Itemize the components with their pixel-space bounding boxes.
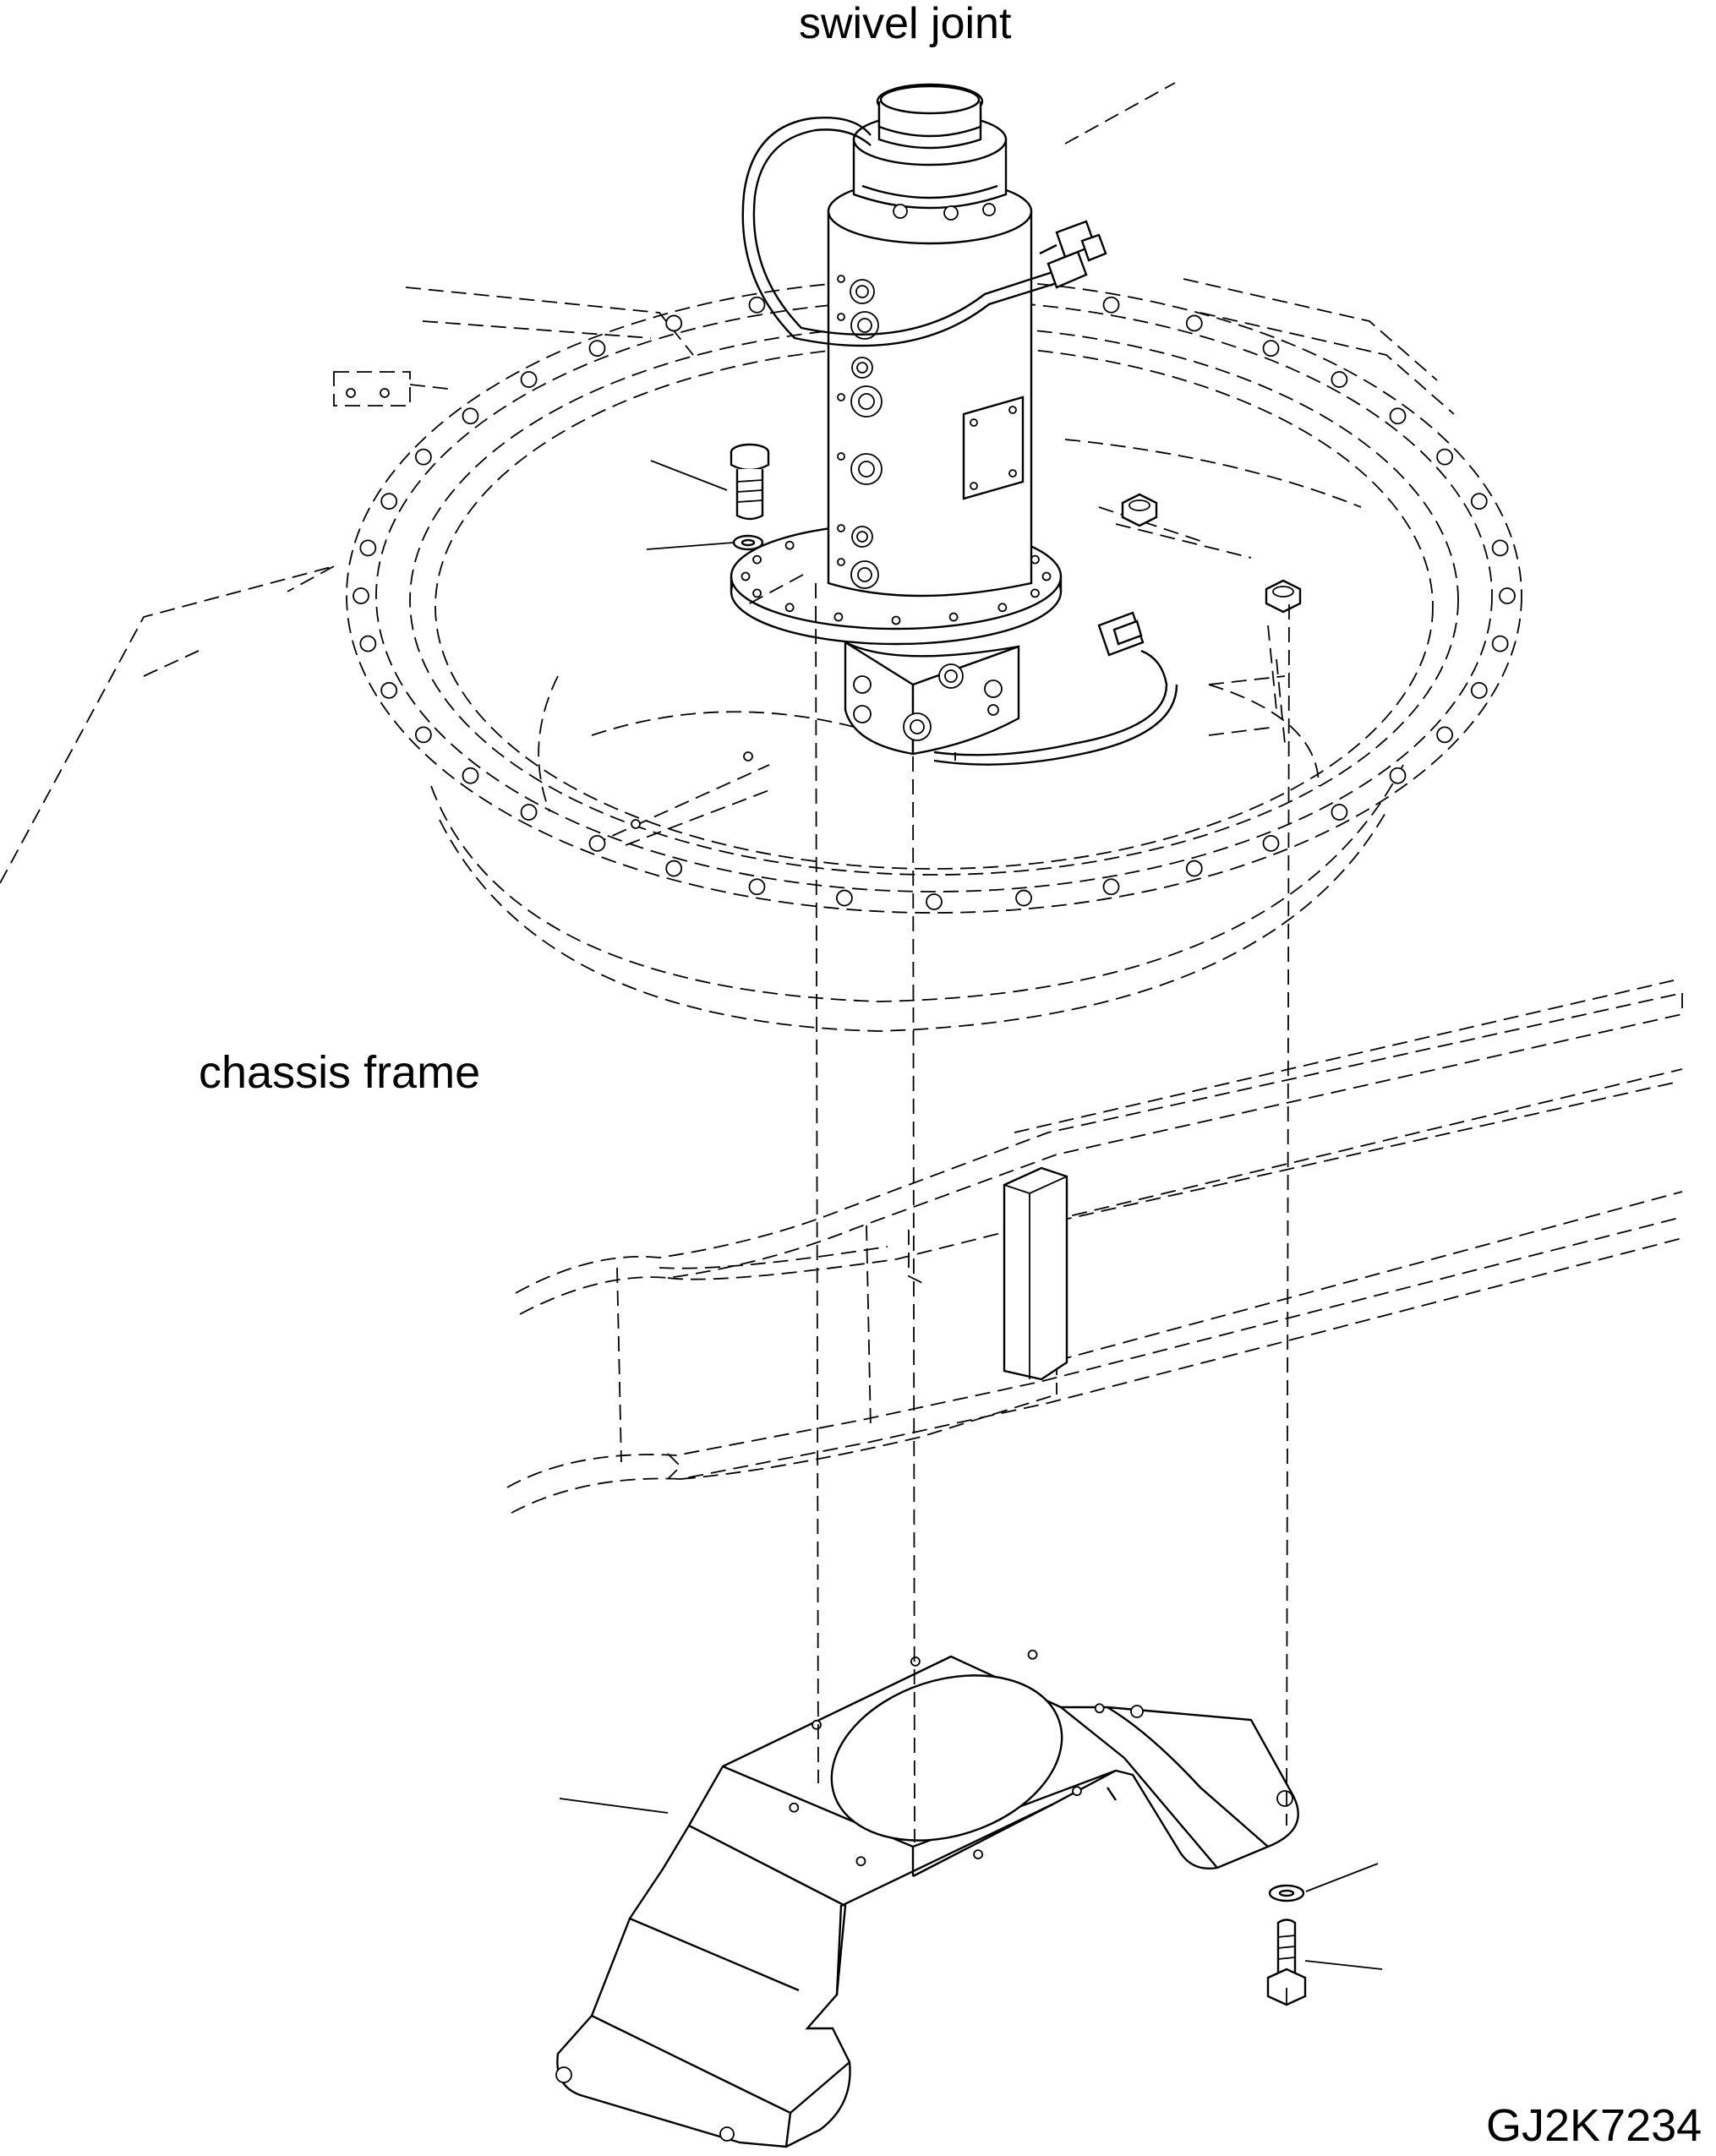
flange-bolt-hole: [998, 603, 1006, 611]
ring-bolt-hole: [1493, 636, 1508, 652]
lower-washer: [1270, 1886, 1303, 1901]
bracket-bolt-hole: [856, 1857, 865, 1865]
swivel-joint-label: swivel joint: [799, 0, 1012, 48]
bracket-bolt-hole: [974, 1850, 982, 1859]
ring-bolt-hole: [1437, 727, 1452, 742]
ring-bolt-hole: [462, 408, 478, 423]
bracket-end-hole: [1277, 1791, 1292, 1806]
flange-bolt-hole: [786, 542, 794, 549]
bracket-end-hole: [556, 2067, 571, 2082]
ring-bolt-hole: [522, 372, 537, 387]
ring-bolt-hole: [522, 805, 537, 820]
bracket-bolt-hole: [1073, 1787, 1081, 1795]
ring-bolt-hole: [1472, 683, 1487, 698]
center-nuts: [631, 494, 1300, 828]
flange-bolt-hole: [753, 589, 761, 597]
ring-bolt-hole: [416, 450, 431, 465]
ring-bolt-hole: [1331, 372, 1347, 387]
chassis-frame-label: chassis frame: [199, 1047, 481, 1098]
swing-circle: [334, 279, 1522, 1031]
ring-bolt-hole: [589, 836, 604, 851]
ring-bolt-hole: [353, 588, 369, 603]
bracket-bolt-hole: [1029, 1651, 1037, 1659]
leader-lines: [560, 461, 1382, 1969]
ring-bolt-hole: [1187, 861, 1202, 876]
bracket-bolt-hole: [911, 1657, 920, 1666]
ring-bolt-hole: [1264, 836, 1279, 851]
ring-bolt-hole: [416, 727, 431, 742]
upper-washer: [734, 536, 762, 549]
ring-bolt-hole: [1016, 891, 1031, 906]
ring-bolt-hole: [1391, 768, 1406, 783]
bracket-end-hole: [1131, 1706, 1143, 1717]
ring-bolt-hole: [381, 683, 396, 698]
bracket-bolt-hole: [790, 1804, 798, 1812]
ring-bolt-hole: [749, 297, 764, 313]
swivel-ports: [838, 276, 882, 588]
ring-bolt-hole: [1500, 588, 1515, 603]
bracket-end-hole: [720, 2127, 734, 2141]
ring-bolt-hole: [1331, 805, 1347, 820]
flange-bolt-hole: [753, 556, 761, 564]
ring-bolt-hole: [1493, 540, 1508, 555]
bracket-bolt-hole: [812, 1721, 821, 1729]
ring-bolt-hole: [1264, 341, 1279, 356]
ring-bolt-hole: [1472, 494, 1487, 509]
ring-bolt-hole: [462, 768, 478, 783]
ring-bolt-hole: [1104, 297, 1119, 313]
ring-bolt-hole: [666, 315, 681, 330]
mounting-bracket: [556, 1647, 1298, 2147]
ring-bolt-hole: [381, 494, 396, 509]
bracket-bolt-hole: [1096, 1704, 1104, 1712]
ring-bolt-hole: [1187, 315, 1202, 330]
ring-bolt-hole: [1104, 879, 1119, 894]
ring-bolt-hole: [837, 891, 852, 906]
left-lug: [334, 372, 448, 406]
flange-bolt-hole: [786, 603, 794, 611]
ring-bolt-hole: [926, 894, 942, 909]
ring-bolt-hole: [360, 540, 375, 555]
bracket-bolt-holes: [556, 1651, 1292, 2141]
ring-bolt-hole: [1391, 408, 1406, 423]
alignment-lines: [0, 83, 1289, 1842]
flange-bolt-hole: [893, 617, 900, 625]
frame-block: [1004, 1168, 1067, 1379]
ring-bolt-hole: [666, 861, 681, 876]
swivel-joint: [731, 85, 1177, 765]
ring-bolt-hole: [1437, 450, 1452, 465]
flange-bolt-hole: [1031, 556, 1039, 564]
flange-bolt-hole: [834, 614, 842, 621]
ring-bolt-hole: [589, 341, 604, 356]
flange-bolt-hole: [1031, 589, 1039, 597]
flange-bolt-hole: [1043, 573, 1051, 581]
flange-bolt-hole: [742, 573, 750, 581]
lower-bolt: [1268, 1920, 1305, 2006]
flange-bolt-hole: [950, 614, 958, 621]
chassis-frame: [507, 980, 1682, 1513]
ring-bolt-hole: [360, 636, 375, 652]
drawing-code: GJ2K7234: [1486, 2100, 1702, 2151]
ring-bolt-holes: [353, 282, 1515, 909]
upper-bolt: [731, 445, 768, 519]
ring-bolt-hole: [749, 879, 764, 894]
